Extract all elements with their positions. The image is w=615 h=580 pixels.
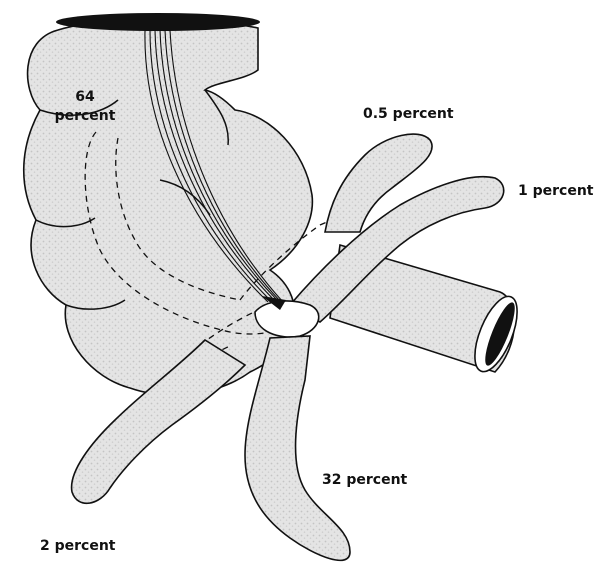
label-64-unit: percent [55,108,116,124]
label-lower-left-percent: 2 percent [40,538,116,554]
branch-lower-middle [245,336,350,560]
top-cap [56,13,260,31]
label-lower-middle-percent: 32 percent [322,472,408,488]
label-right-percent: 1 percent [518,183,594,199]
label-64-number: 64 [75,89,95,105]
label-upper-right-percent: 0.5 percent [363,106,454,122]
